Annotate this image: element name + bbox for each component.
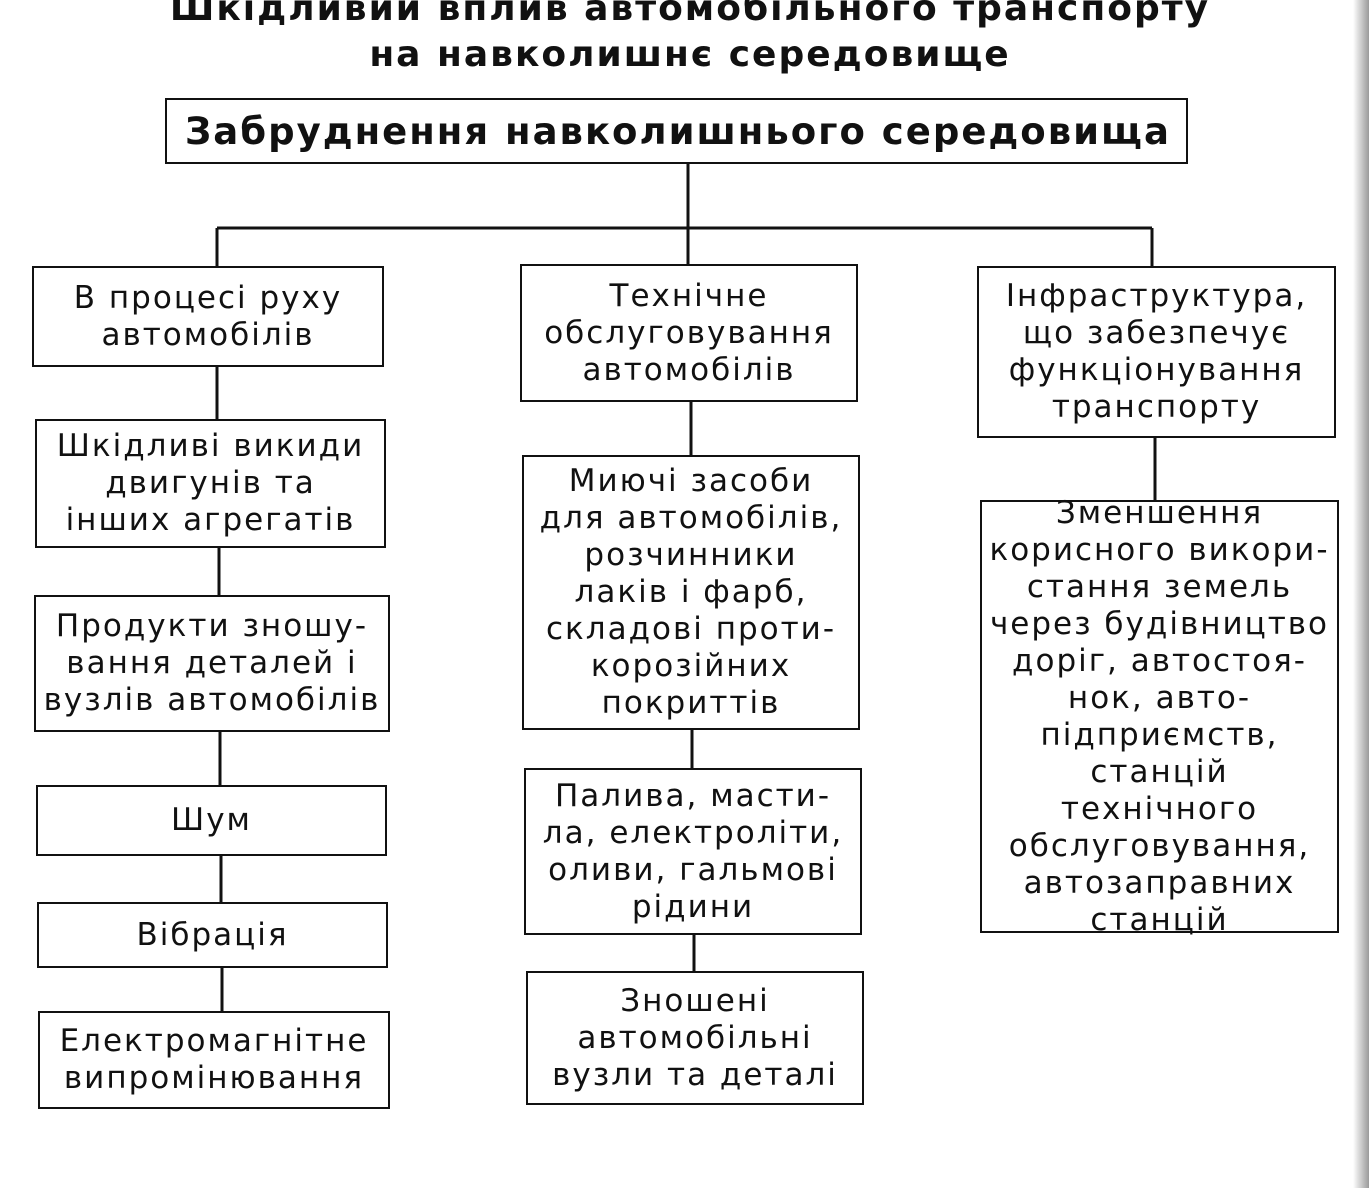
leaf-line: випромінювання (63, 1060, 365, 1096)
leaf-line: станцій технічного (1060, 753, 1259, 827)
leaf-line: інших агрегатів (65, 502, 356, 538)
branch-node-driving: В процесі руху автомобілів (32, 266, 384, 367)
branch-node-driving-line-1: В процесі руху (73, 279, 343, 316)
leaf-line: рідини (631, 888, 755, 925)
root-node: Забруднення навколишнього середовища (165, 98, 1188, 164)
branch-node-maintenance-line-1: Технічне (609, 277, 769, 314)
scan-edge-shadow (1353, 0, 1369, 1188)
leaf-node-worn-parts: Зношені автомобільні вузли та деталі (526, 971, 864, 1105)
leaf-line: Продукти зношу- (55, 608, 369, 644)
leaf-line: Миючі засоби (568, 463, 814, 499)
branch-node-infrastructure-line-1: Інфраструктура, (1005, 278, 1308, 314)
leaf-line: нок, авто- (1067, 679, 1252, 716)
leaf-node-vibration: Вібрація (37, 902, 388, 968)
leaf-line: вання деталей і (66, 645, 358, 681)
leaf-line: обслуговування, (1008, 827, 1311, 864)
leaf-node-wear-products: Продукти зношу- вання деталей і вузлів а… (34, 595, 390, 732)
branch-node-infrastructure-line-4: транспорту (1051, 389, 1262, 425)
leaf-line: станцій (1090, 901, 1229, 938)
leaf-line: Шум (171, 802, 252, 838)
page-title: Шкідливий вплив автомобільного транспорт… (120, 0, 1260, 78)
leaf-line: лаків і фарб, (574, 574, 808, 610)
leaf-line: ла, електроліти, (542, 814, 844, 851)
branch-node-infrastructure-line-3: функціонування (1008, 352, 1305, 388)
leaf-line: Електромагнітне (59, 1023, 369, 1059)
leaf-line: Вібрація (136, 916, 289, 953)
leaf-line: стання земель (1026, 568, 1293, 605)
leaf-node-land-use-reduction: Зменшення корисного викори- стання земел… (980, 495, 1339, 938)
leaf-node-electromagnetic-radiation: Електромагнітне випромінювання (38, 1011, 390, 1109)
page-title-line-2: на навколишнє середовище (369, 34, 1011, 75)
leaf-line: Зменшення (1055, 494, 1264, 531)
leaf-line: доріг, автостоя- (1012, 642, 1307, 679)
branch-node-infrastructure: Інфраструктура, що забезпечує функціонув… (977, 266, 1336, 438)
leaf-node-noise: Шум (36, 785, 387, 856)
branch-node-maintenance-line-2: обслуговування (544, 314, 834, 351)
leaf-line: покриттів (601, 685, 781, 721)
root-node-label: Забруднення навколишнього середовища (185, 109, 1171, 153)
leaf-line: підприємств, (1040, 716, 1279, 753)
leaf-line: Зношені (620, 982, 770, 1019)
leaf-line: Палива, масти- (554, 777, 832, 814)
leaf-line: автозаправних (1023, 864, 1296, 901)
page-title-line-1: Шкідливий вплив автомобільного транспорт… (169, 0, 1211, 29)
leaf-line: вузлів автомобілів (43, 682, 381, 718)
leaf-line: через будівництво (989, 605, 1330, 642)
leaf-line: автомобільні (577, 1019, 813, 1056)
leaf-line: вузли та деталі (552, 1056, 838, 1093)
leaf-line: двигунів та (105, 465, 316, 501)
branch-node-infrastructure-line-2: що забезпечує (1022, 315, 1291, 351)
leaf-line: оливи, гальмові (548, 851, 838, 888)
leaf-line: корозійних (590, 648, 792, 684)
leaf-node-cleaning-agents: Миючі засоби для автомобілів, розчинники… (522, 455, 860, 730)
leaf-line: розчинники (584, 537, 798, 573)
branch-node-maintenance-line-3: автомобілів (582, 351, 796, 388)
leaf-node-engine-emissions: Шкідливі викиди двигунів та інших агрега… (35, 419, 386, 548)
leaf-line: для автомобілів, (539, 500, 843, 536)
leaf-line: корисного викори- (989, 531, 1330, 568)
leaf-line: складові проти- (545, 611, 837, 647)
branch-node-driving-line-2: автомобілів (101, 316, 315, 353)
leaf-node-fuels-lubricants: Палива, масти- ла, електроліти, оливи, г… (524, 768, 862, 935)
leaf-line: Шкідливі викиди (56, 428, 365, 464)
branch-node-maintenance: Технічне обслуговування автомобілів (520, 264, 858, 402)
